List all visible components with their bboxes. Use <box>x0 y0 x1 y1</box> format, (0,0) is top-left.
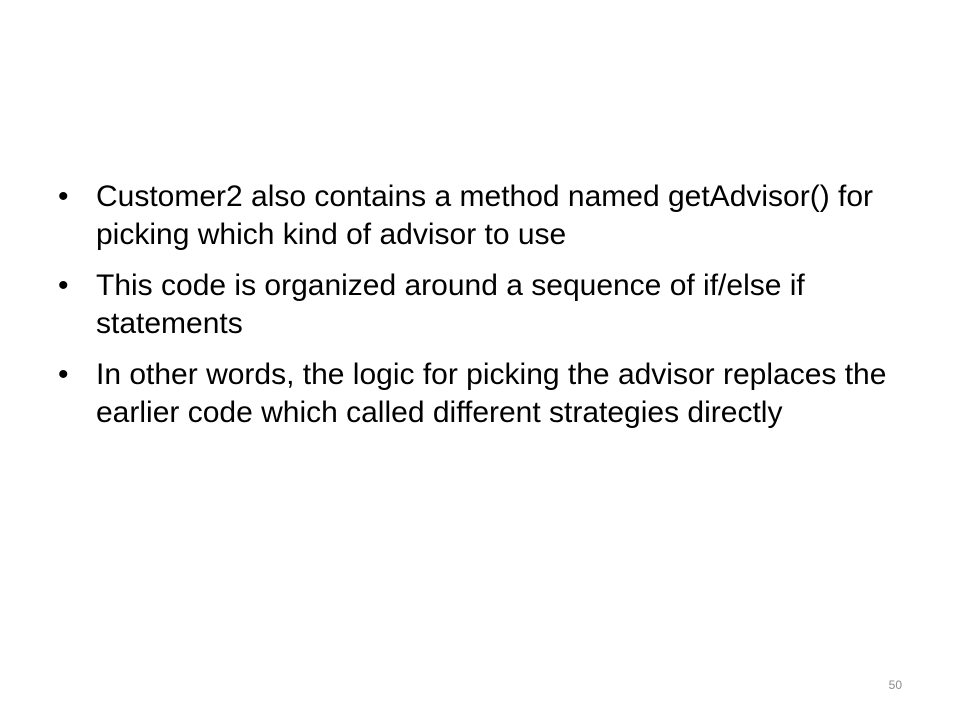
bullet-item-3: • In other words, the logic for picking … <box>58 356 888 432</box>
bullet-marker-icon: • <box>58 269 69 302</box>
bullet-text: In other words, the logic for picking th… <box>96 358 887 429</box>
bullet-marker-icon: • <box>58 180 69 213</box>
bullet-text: Customer2 also contains a method named g… <box>96 180 874 251</box>
bullet-text: This code is organized around a sequence… <box>96 269 805 340</box>
bullet-item-2: • This code is organized around a sequen… <box>58 267 888 343</box>
bullet-marker-icon: • <box>58 358 69 391</box>
bullet-item-1: • Customer2 also contains a method named… <box>58 178 888 254</box>
slide-number: 50 <box>888 678 902 692</box>
bullet-list: • Customer2 also contains a method named… <box>58 178 888 445</box>
